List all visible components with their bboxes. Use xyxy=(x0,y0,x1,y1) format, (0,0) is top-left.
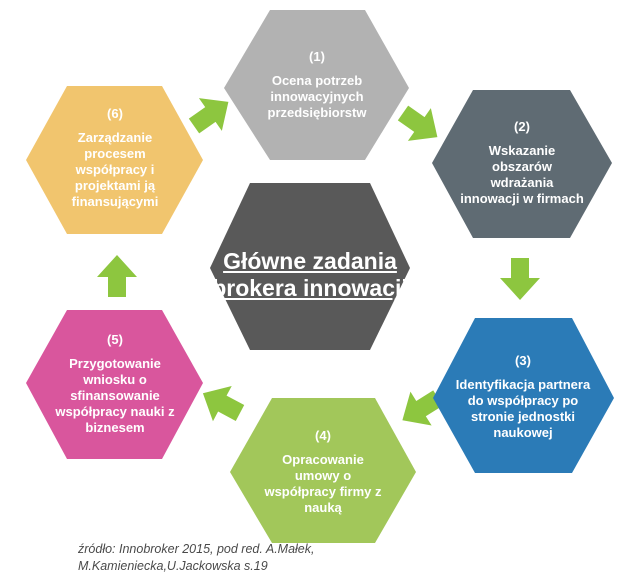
hexagon-step-6 xyxy=(26,86,203,234)
step-2-label: (2) Wskazanie obszarów wdrażania innowac… xyxy=(460,105,584,220)
step-4-text: Opracowanie umowy o współpracy firmy z n… xyxy=(264,452,382,515)
arrow-4-to-5 xyxy=(202,385,245,422)
step-1-label: (1) Ocena potrzeb innowacyjnych przedsię… xyxy=(252,40,382,130)
hexagon-step-1 xyxy=(224,10,409,160)
center-title: Główne zadania brokera innowacji xyxy=(212,248,408,301)
step-6-text: Zarządzanie procesem współpracy i projek… xyxy=(71,130,159,209)
step-5-label: (5) Przygotowanie wniosku o sfinansowani… xyxy=(50,322,180,446)
hexagon-step-2 xyxy=(432,90,612,238)
step-4-number: (4) xyxy=(315,428,331,443)
step-6-label: (6) Zarządzanie procesem współpracy i pr… xyxy=(52,98,178,218)
source-citation: źródło: Innobroker 2015, pod red. A.Małe… xyxy=(78,541,498,575)
hexagon-step-5 xyxy=(26,310,203,459)
arrow-6-to-1 xyxy=(188,98,229,134)
arrow-1-to-2 xyxy=(397,105,438,141)
step-2-number: (2) xyxy=(514,118,530,134)
step-1-text: Ocena potrzeb innowacyjnych przedsiębior… xyxy=(267,73,367,120)
step-6-number: (6) xyxy=(107,106,123,121)
hexagon-step-4 xyxy=(230,398,416,543)
step-3-number: (3) xyxy=(515,353,531,368)
arrow-2-to-3 xyxy=(500,258,540,300)
step-1-number: (1) xyxy=(309,49,325,64)
step-4-label: (4) Opracowanie umowy o współpracy firmy… xyxy=(258,418,388,526)
step-3-label: (3) Identyfikacja partnera do współpracy… xyxy=(452,337,594,457)
hexagon-step-3 xyxy=(433,318,614,473)
arrow-3-to-4 xyxy=(402,390,443,426)
hexagon-center xyxy=(210,183,410,350)
step-2-text: Wskazanie obszarów wdrażania innowacji w… xyxy=(460,142,584,206)
step-3-text: Identyfikacja partnera do współpracy po … xyxy=(455,377,591,440)
arrow-5-to-6 xyxy=(97,255,137,297)
source-line-2: M.Kamieniecka,U.Jackowska s.19 xyxy=(78,559,268,573)
source-line-1: źródło: Innobroker 2015, pod red. A.Małe… xyxy=(78,542,315,556)
step-5-text: Przygotowanie wniosku o sfinansowanie ws… xyxy=(55,356,175,435)
step-5-number: (5) xyxy=(107,332,123,347)
